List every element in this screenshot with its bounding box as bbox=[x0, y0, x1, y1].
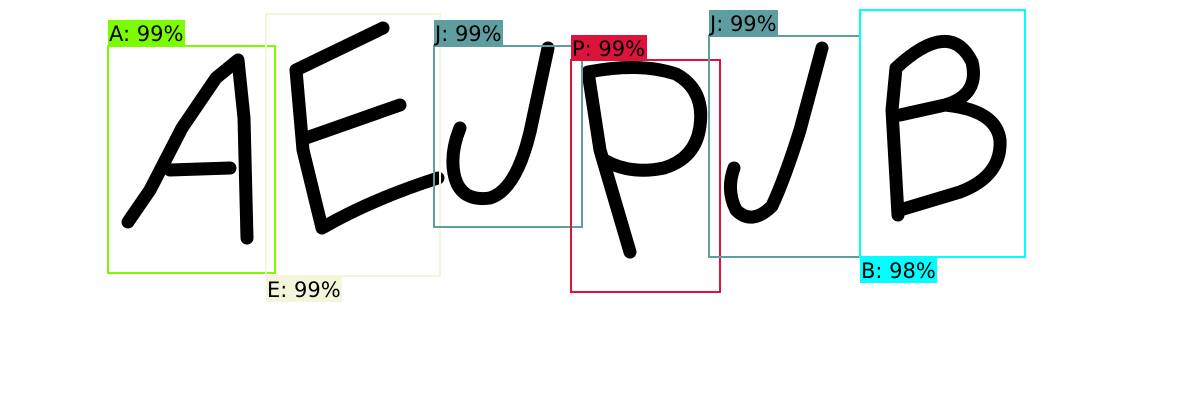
detection-label-b-6: B: 98% bbox=[861, 259, 936, 283]
bounding-box-e-2 bbox=[265, 13, 441, 277]
glyph-a bbox=[121, 53, 254, 245]
label-background-j-5 bbox=[709, 10, 778, 36]
bounding-box-a-1 bbox=[107, 45, 276, 274]
detection-label-e-2: E: 99% bbox=[267, 278, 341, 302]
label-background-b-6 bbox=[860, 257, 937, 283]
label-background-e-2 bbox=[266, 276, 342, 302]
handwriting-image bbox=[121, 21, 1007, 259]
glyph-e bbox=[289, 21, 445, 235]
glyph-j-1 bbox=[446, 41, 555, 206]
label-background-p-4 bbox=[571, 35, 647, 61]
detection-label-j-5: J: 99% bbox=[708, 12, 777, 36]
label-background-a-1 bbox=[108, 20, 185, 46]
bounding-box-b-6 bbox=[859, 9, 1026, 258]
bounding-box-j-3 bbox=[433, 45, 583, 228]
glyph-b bbox=[885, 34, 1007, 222]
detection-label-p-4: P: 99% bbox=[572, 37, 645, 61]
label-background-j-3 bbox=[434, 20, 503, 46]
detection-label-a-1: A: 99% bbox=[109, 22, 183, 46]
detection-label-j-3: J: 99% bbox=[433, 22, 502, 46]
bounding-box-j-5 bbox=[708, 35, 861, 258]
glyph-j-2 bbox=[724, 41, 829, 224]
glyph-p bbox=[581, 61, 708, 259]
detection-boxes: A: 99% E: 99% J: 99% P: 99% J: 99% B: 98% bbox=[107, 9, 1026, 302]
